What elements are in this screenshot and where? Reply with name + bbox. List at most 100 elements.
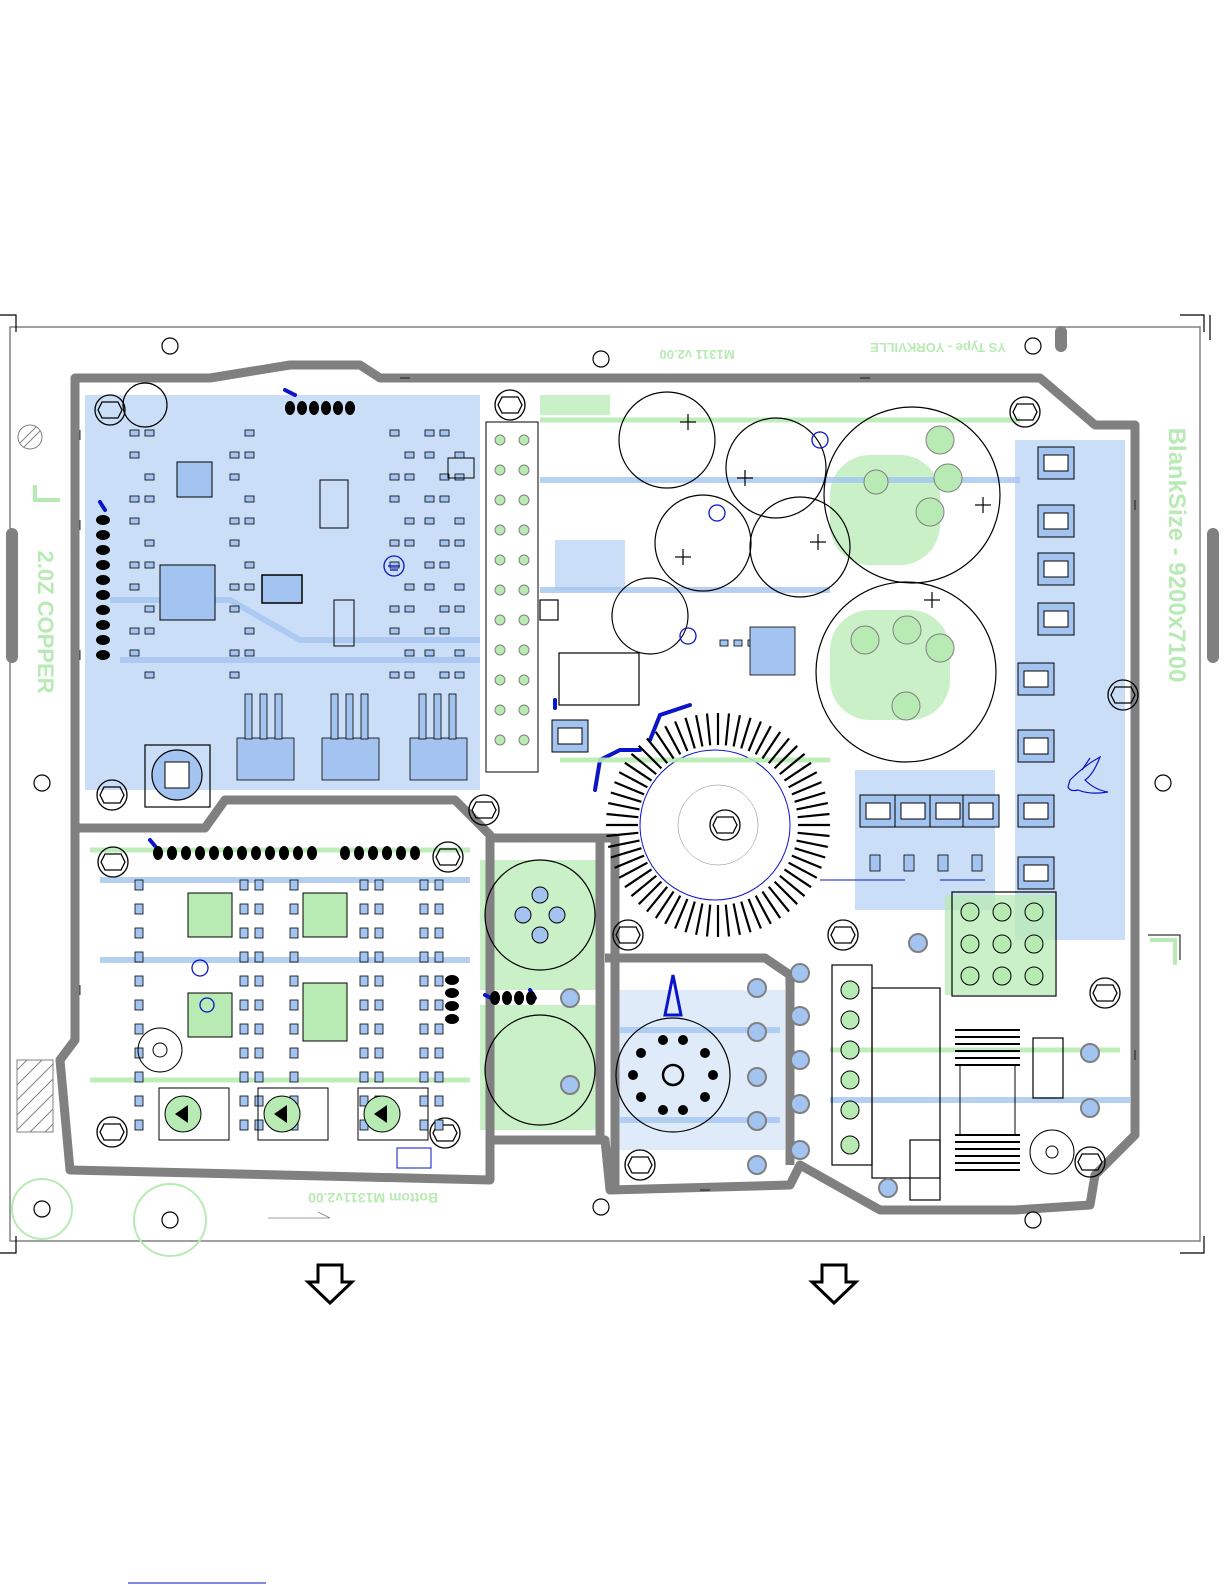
diode-window (1024, 671, 1048, 687)
toroid-ray (707, 905, 710, 937)
smd-pad (425, 430, 434, 436)
smd-pad (245, 496, 254, 502)
smd-pad (145, 540, 154, 546)
toroid-ray (611, 793, 642, 802)
smd-pad (360, 1048, 368, 1058)
smd-pad (245, 584, 254, 590)
smd-pad (240, 1072, 248, 1082)
smd-pad (972, 855, 982, 871)
toroid-ray (780, 754, 805, 774)
smd-pad (390, 562, 399, 568)
smd-pad (240, 952, 248, 962)
smd-pad (290, 1072, 298, 1082)
toroid-ray (696, 715, 702, 746)
toroid-ray (775, 882, 798, 905)
smd-pad (420, 952, 428, 962)
smd-pad (440, 672, 449, 678)
hex-nut-8 (433, 842, 463, 872)
toroid-ray (797, 841, 828, 847)
connector-pins (495, 435, 529, 745)
diode-window (558, 728, 582, 744)
smd-pad (375, 1024, 383, 1034)
toroid-ray (798, 833, 830, 836)
smd-pad (360, 1072, 368, 1082)
smd-pad (360, 880, 368, 890)
smd-pad (455, 672, 464, 678)
smd-pad (435, 1024, 443, 1034)
smd-pad (290, 1024, 298, 1034)
smd-pad (135, 880, 143, 890)
diode-window (936, 803, 960, 819)
toroid-ray (608, 803, 639, 809)
smd-pad (375, 952, 383, 962)
smd-pad (420, 928, 428, 938)
smd-pad (440, 496, 449, 502)
hex-nut-15 (1075, 1147, 1105, 1177)
smd-pad (420, 904, 428, 914)
smd-pad (455, 540, 464, 546)
smd-pad (435, 880, 443, 890)
smd-pad (130, 562, 139, 568)
smd-pad (230, 672, 239, 678)
toroid-ray (795, 848, 826, 857)
smd-pad (130, 650, 139, 656)
smd-pad (245, 562, 254, 568)
smd-pad (938, 855, 948, 871)
smd-pad (405, 606, 414, 612)
board-title-label: YS Type - YORKVILLE (870, 340, 1006, 355)
top-version-label: M1311 v2.00 (659, 347, 734, 362)
smd-pad (405, 474, 414, 480)
smd-pad (290, 880, 298, 890)
hex-nut-11 (1090, 978, 1120, 1008)
smd-pad (135, 928, 143, 938)
smd-pad (240, 1096, 248, 1106)
smd-pad (435, 976, 443, 986)
smd-pad (130, 628, 139, 634)
smd-pad (360, 952, 368, 962)
smd-pad (255, 1072, 263, 1082)
smd-pad (455, 650, 464, 656)
smd-pad (145, 474, 154, 480)
smd-pad (425, 518, 434, 524)
smd-pad (135, 904, 143, 914)
smd-pad (240, 976, 248, 986)
smd-pad (135, 1120, 143, 1130)
smd-pad (290, 1048, 298, 1058)
smd-pad (375, 1048, 383, 1058)
smd-pad (230, 474, 239, 480)
smd-pad (135, 952, 143, 962)
smd-pad (440, 562, 449, 568)
diode-window (1024, 803, 1048, 819)
smd-pad (390, 672, 399, 678)
smd-pad (230, 606, 239, 612)
diode-window (1044, 455, 1068, 471)
toroid-ray (726, 714, 729, 746)
smd-pad (245, 430, 254, 436)
smd-pad (240, 880, 248, 890)
diode-window (1024, 865, 1048, 881)
smd-pad (435, 1096, 443, 1106)
smd-pad (435, 952, 443, 962)
smd-pad (255, 1000, 263, 1010)
hex-nut-2 (495, 390, 525, 420)
diode-window (969, 803, 993, 819)
smd-pad (734, 640, 742, 646)
smd-pad (420, 1024, 428, 1034)
smd-pad (375, 976, 383, 986)
smd-pad (870, 855, 880, 871)
smd-pad (145, 628, 154, 634)
toroid-ray (769, 887, 789, 912)
smd-pad (405, 584, 414, 590)
smd-pad (290, 976, 298, 986)
toroid-ray (686, 902, 695, 933)
smd-pad (425, 496, 434, 502)
smd-pad (240, 1120, 248, 1130)
toroid-ray (639, 882, 662, 905)
smd-pad (420, 1072, 428, 1082)
toroid-ray (780, 876, 805, 896)
smd-pad (290, 1000, 298, 1010)
smd-pad (904, 855, 914, 871)
smd-pad (405, 518, 414, 524)
smd-pad (145, 672, 154, 678)
smd-pad (360, 1000, 368, 1010)
